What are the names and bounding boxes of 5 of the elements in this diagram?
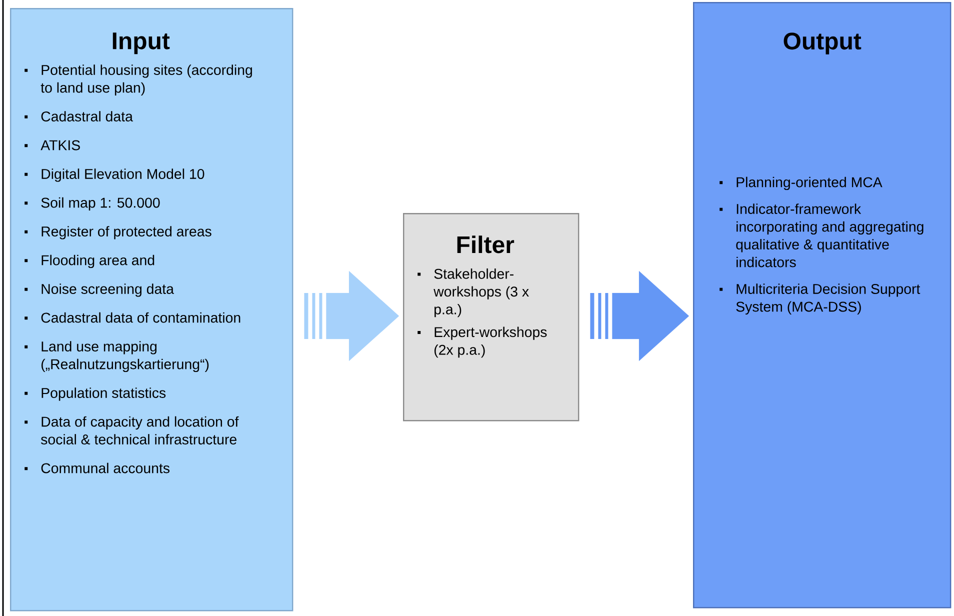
filter-box: Filter Stakeholder-workshops (3 x p.a.) Expert-workshops (2x p.a.): [403, 213, 580, 422]
block-arrow: [304, 270, 400, 362]
block-arrow: [590, 270, 690, 362]
output-panel: Output Planning-oriented MCA Indicator-framework incorporating and aggregating qualitative & quantitative indicators Multicriteria Decision Support System (MCA-DSS): [693, 2, 952, 608]
input-panel: Input Potential housing sites (according to land use plan) Cadastral data ATKIS Digital Elevation Model 10 Soil map 1: 50.000 Register of protected areas Flooding area and Noise screening data Cadastral data of contamination Land use mapping („Realnutzungskartierung“) Population statistics Data of capacity and location of social & technical infrastructure Communal accounts: [10, 8, 294, 612]
